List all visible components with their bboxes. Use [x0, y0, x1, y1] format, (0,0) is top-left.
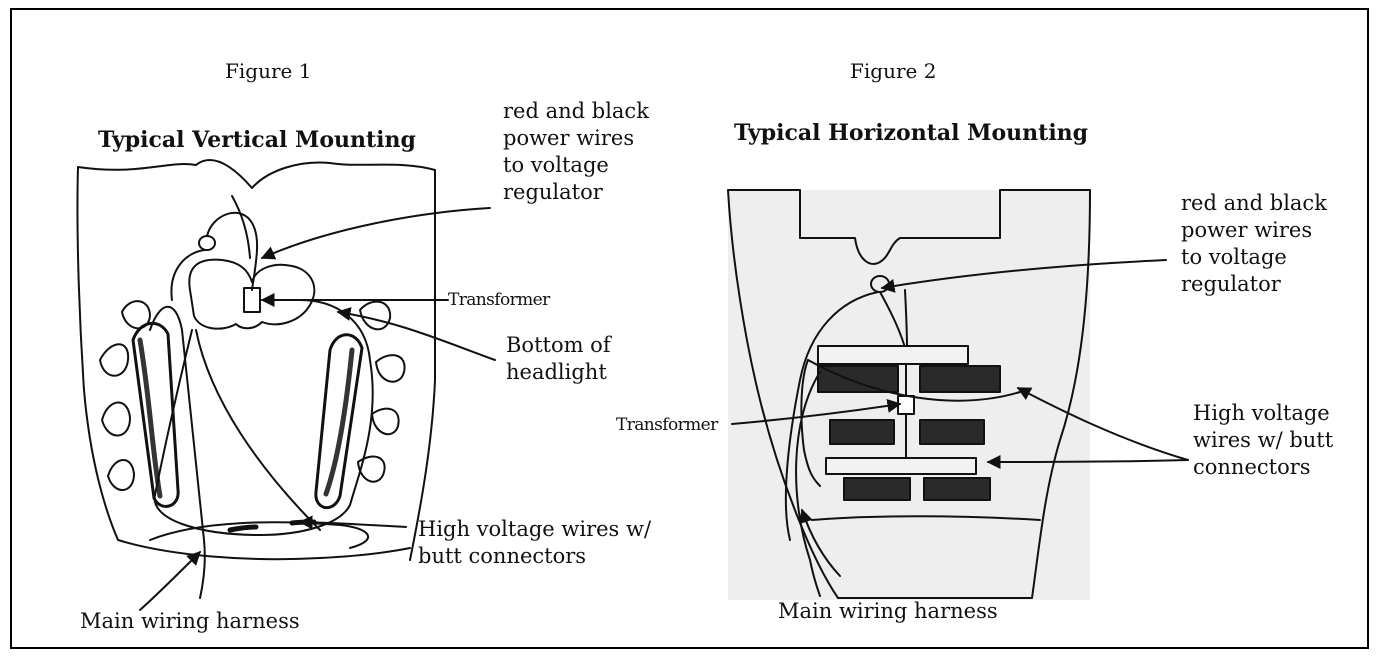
- diagram-frame: [10, 8, 1369, 649]
- figure1-caption: Figure 1: [225, 59, 312, 83]
- figure1-headlight: [188, 258, 316, 330]
- figure2-transformer: [897, 395, 915, 415]
- figure2-high-voltage-label: High voltage wires w/ butt connectors: [1193, 401, 1334, 479]
- figure1-transformer: [243, 287, 261, 313]
- figure2-transformer-label: Transformer: [616, 415, 718, 435]
- figure2-connectors: [817, 345, 1001, 501]
- figure1-drawing: [76, 159, 496, 611]
- figure1-right-tube: [314, 333, 364, 509]
- figure1-transformer-label: Transformer: [448, 290, 550, 310]
- figure2-main-harness-label: Main wiring harness: [778, 599, 998, 623]
- figure1-main-harness-label: Main wiring harness: [80, 609, 300, 633]
- figure2-bucket-outline: [727, 189, 1091, 599]
- figure2-drawing: [727, 189, 1189, 600]
- figure2-power-wires-label: red and black power wires to voltage reg…: [1181, 191, 1327, 296]
- figure1-bucket-outline: [76, 159, 436, 561]
- figure1-bottom-headlight-label: Bottom of headlight: [506, 333, 611, 384]
- figure1-title: Typical Vertical Mounting: [98, 127, 416, 153]
- figure1-power-wires-label: red and black power wires to voltage reg…: [503, 99, 649, 204]
- figure1-high-voltage-label: High voltage wires w/ butt connectors: [418, 517, 652, 568]
- figure2-caption: Figure 2: [850, 59, 937, 83]
- figure1-knob: [198, 235, 216, 251]
- figure2-title: Typical Horizontal Mounting: [734, 120, 1089, 146]
